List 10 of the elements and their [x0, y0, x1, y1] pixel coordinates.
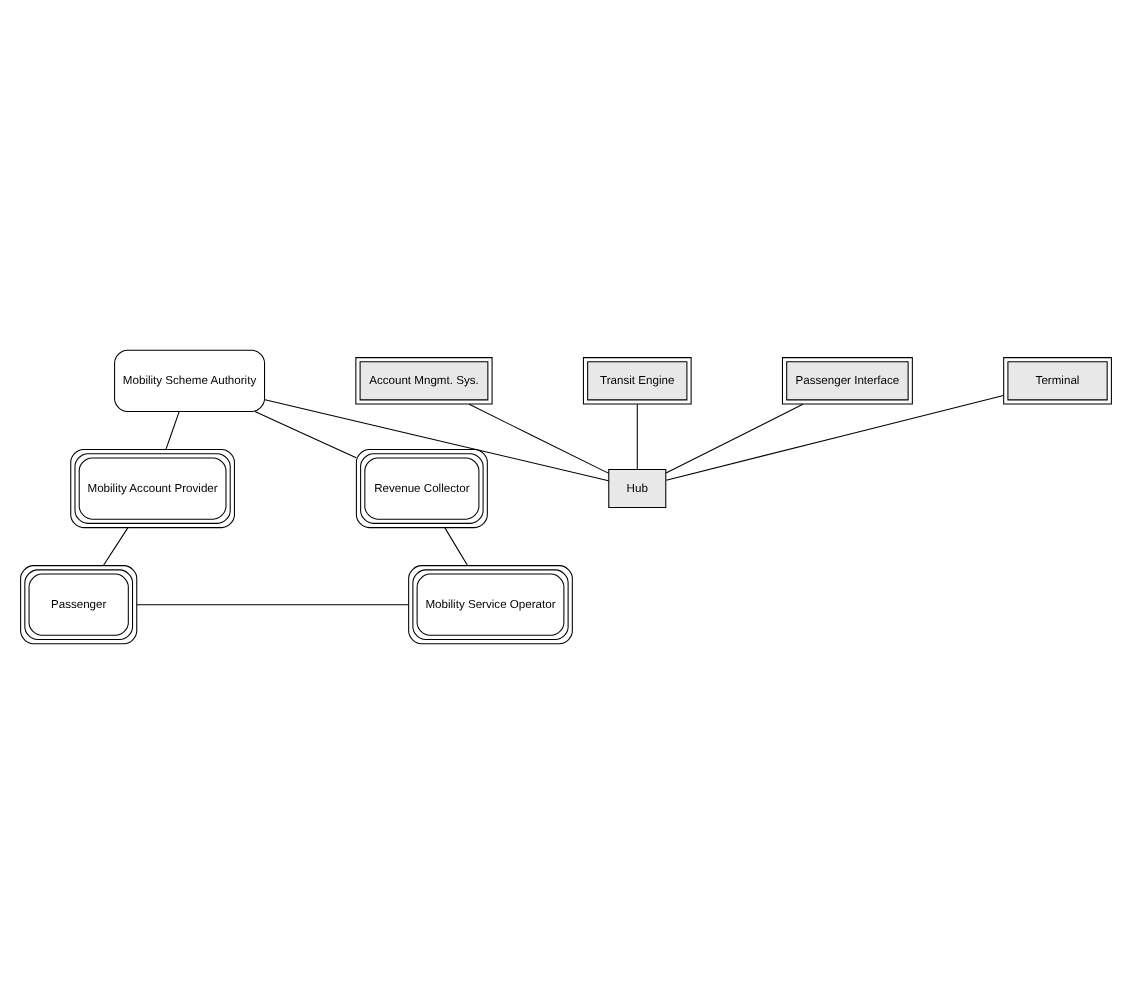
- connector: [264, 399, 610, 482]
- connector: [444, 527, 468, 566]
- connector: [665, 394, 1004, 481]
- connector: [165, 411, 180, 450]
- connector: [468, 403, 610, 474]
- connector: [665, 403, 804, 474]
- connector: [254, 411, 357, 459]
- connector: [103, 527, 129, 566]
- connector: [136, 604, 409, 606]
- connector: [636, 403, 638, 470]
